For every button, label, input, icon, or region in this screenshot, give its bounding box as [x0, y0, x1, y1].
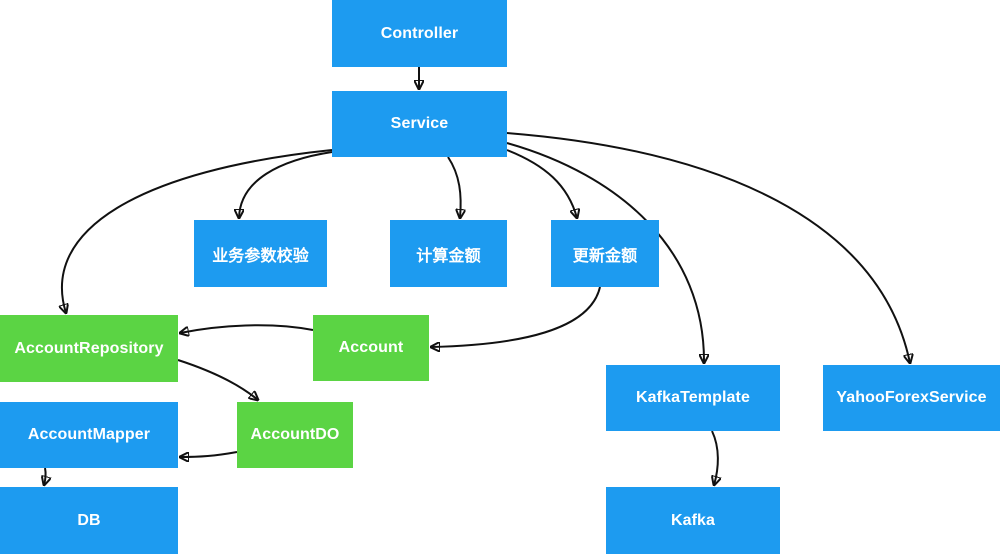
edge-account-accountrepository — [180, 324, 314, 333]
node-account-repository: AccountRepository — [0, 315, 178, 382]
node-label: 业务参数校验 — [212, 247, 309, 265]
node-label: AccountMapper — [27, 426, 151, 443]
edge-accountdo-accountmapper — [180, 451, 238, 457]
edge-service-accountrepository — [62, 149, 333, 313]
edge-update-account — [431, 286, 601, 347]
node-label: Kafka — [670, 511, 716, 529]
node-service: Service — [332, 91, 507, 157]
edge-service-yahoo — [506, 132, 910, 363]
edge-accountrepository-accountdo — [177, 359, 258, 400]
node-label: YahooForexService — [836, 389, 987, 406]
node-label: AccountRepository — [14, 339, 164, 357]
edge-accountmapper-db — [44, 467, 46, 485]
node-controller: Controller — [332, 0, 507, 67]
node-kafka: Kafka — [606, 487, 780, 554]
node-label: 更新金额 — [572, 247, 638, 265]
node-calculate-amount: 计算金额 — [390, 220, 507, 287]
node-account-mapper: AccountMapper — [0, 402, 178, 468]
node-update-amount: 更新金额 — [551, 220, 659, 287]
edge-kafkatemplate-kafka — [712, 430, 718, 485]
node-label: Controller — [380, 24, 459, 42]
node-label: KafkaTemplate — [636, 389, 750, 406]
node-label: 计算金额 — [416, 247, 481, 265]
edge-service-update — [506, 149, 577, 218]
node-kafka-template: KafkaTemplate — [606, 365, 780, 431]
node-account-do: AccountDO — [237, 402, 353, 468]
node-business-validation: 业务参数校验 — [194, 220, 327, 287]
node-label: Account — [338, 339, 404, 356]
node-label: Service — [390, 115, 449, 132]
node-label: AccountDO — [250, 426, 340, 443]
node-yahoo-forex-service: YahooForexService — [823, 365, 1000, 431]
node-db: DB — [0, 487, 178, 554]
edge-service-validate — [239, 151, 333, 218]
edge-service-calc — [447, 156, 461, 218]
node-label: DB — [77, 511, 101, 529]
node-account: Account — [313, 315, 429, 381]
